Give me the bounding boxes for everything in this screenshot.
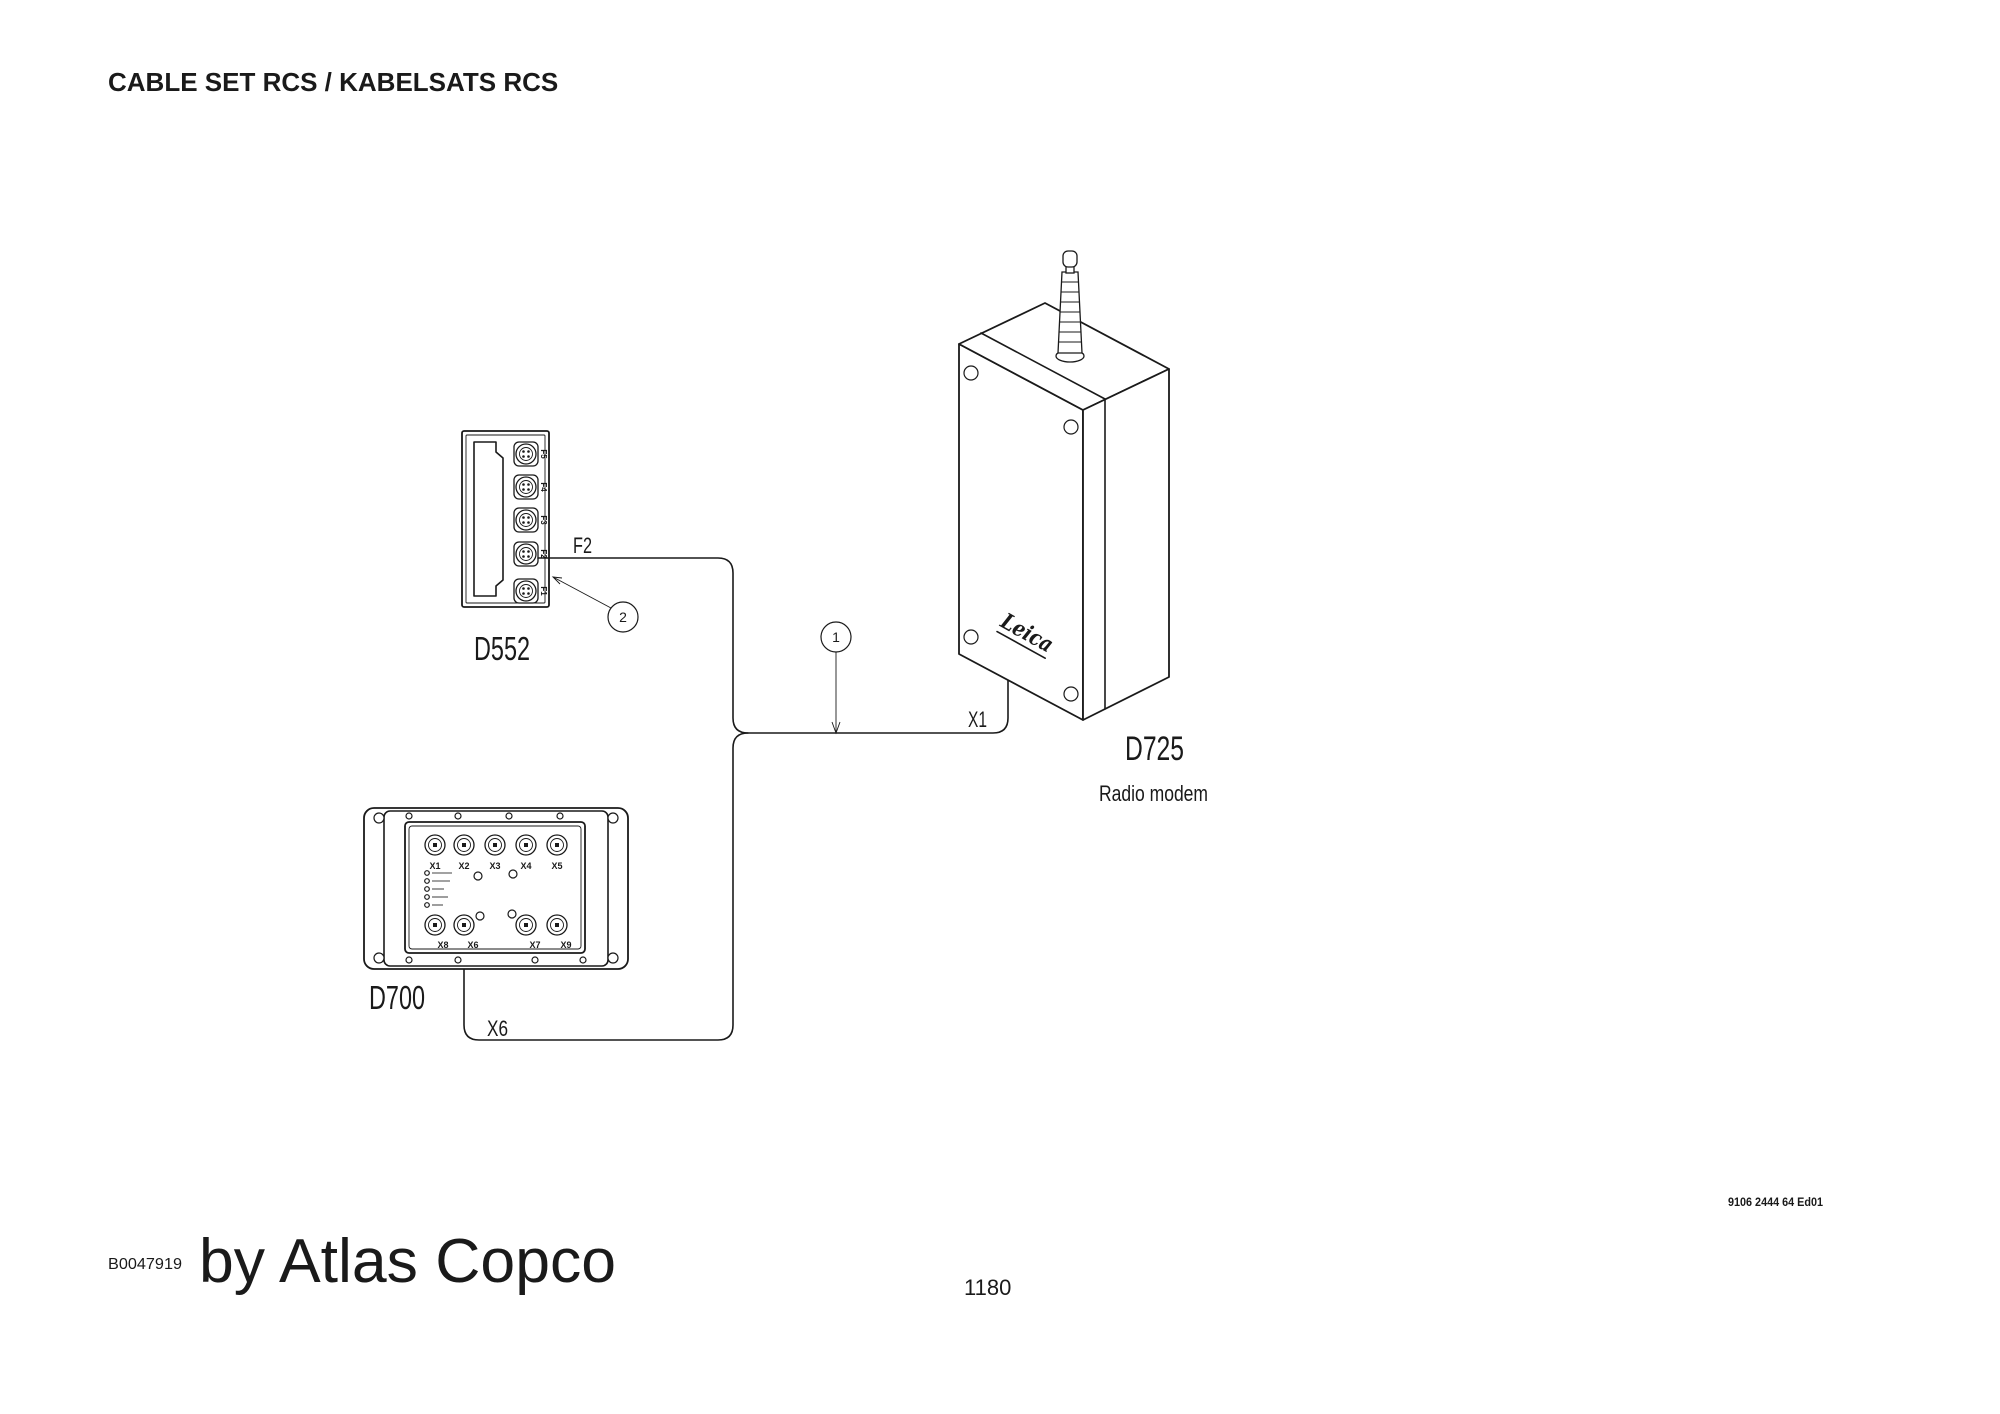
mount-hole-top-right [607,812,619,824]
body-screw [405,812,413,820]
panel-screw [508,869,518,879]
port-x5-connector [546,834,568,856]
port-label-x4: X4 [520,861,531,871]
panel-screw [473,871,483,881]
port-x9-connector [546,914,568,936]
port-label-x6: X6 [467,940,478,950]
port-label-x3: X3 [489,861,500,871]
page-number: 1180 [964,1275,1011,1300]
panel-screw [507,909,517,919]
body-screw [405,956,413,964]
callout-2-bubble [607,601,639,633]
status-leds [424,870,452,908]
d552-label: D552 [474,630,530,667]
port-x2-connector [453,834,475,856]
screw-bottom-right [1063,686,1079,702]
callout-2: 2 [551,576,639,633]
body-screw [454,812,462,820]
port-x8-connector [424,914,446,936]
d552-module: F5 F4 F3 F2 F1 [461,430,550,608]
screw-bottom-left [963,629,979,645]
port-f4-connector [513,474,539,500]
cable-f2-to-x1 [537,557,1009,734]
modem-side-face [1082,368,1170,721]
d700-control-unit: X1 X2 X3 X4 X5 X8 X6 X7 [363,807,629,970]
callout-2-leader [552,576,612,609]
credit-line: by Atlas Copco [199,1227,616,1296]
callout-1: 1 [820,621,852,735]
body-screw [454,956,462,964]
port-x6-connector [453,914,475,936]
modem-lid-seam [980,332,1106,710]
mount-hole-top-left [373,812,385,824]
cable-label-x6: X6 [487,1016,508,1041]
callout-2-number: 2 [619,609,627,625]
d725-radio-modem: Leica [958,250,1170,721]
callout-1-number: 1 [832,629,840,645]
cable-label-f2: F2 [573,533,592,558]
port-label-x2: X2 [458,861,469,871]
port-label-f1: F1 [539,586,548,596]
panel-screw [475,911,485,921]
port-label-x5: X5 [551,861,562,871]
d725-caption: Radio modem [1099,781,1208,806]
port-f5-connector [513,441,539,467]
antenna-icon [1055,250,1085,363]
d725-label: D725 [1125,730,1184,768]
callout-2-arrowhead [551,576,563,585]
port-f2-connector [513,541,539,567]
d552-housing-inner-edge [465,434,546,604]
port-label-f5: F5 [539,449,548,459]
d700-label: D700 [369,979,425,1016]
d700-panel [404,821,586,954]
image-code: B0047919 [108,1256,182,1273]
callout-1-arrowhead [831,721,841,735]
port-x3-connector [484,834,506,856]
d700-body [383,810,609,967]
port-label-f4: F4 [539,482,548,492]
port-x4-connector [515,834,537,856]
callout-1-bubble [820,621,852,653]
screw-top-left [963,365,979,381]
cable-branch-to-x6 [463,732,749,1041]
body-screw [531,956,539,964]
body-screw [505,812,513,820]
port-f3-connector [513,507,539,533]
mount-hole-bottom-right [607,952,619,964]
port-x7-connector [515,914,537,936]
body-screw [556,812,564,820]
port-label-x9: X9 [560,940,571,950]
port-label-f3: F3 [539,515,548,525]
port-label-x8: X8 [437,940,448,950]
page-title: CABLE SET RCS / KABELSATS RCS [108,67,558,97]
screw-top-right [1063,419,1079,435]
d700-panel-inner-edge [408,825,582,950]
port-label-x7: X7 [529,940,540,950]
port-label-x1: X1 [429,861,440,871]
document-number: 9106 2444 64 Ed01 [1728,1195,1823,1209]
leica-logo-underline [996,630,1046,659]
mount-hole-bottom-left [373,952,385,964]
port-x1-connector [424,834,446,856]
cable-label-x1: X1 [968,707,987,732]
d552-backplane-slot [473,441,504,597]
port-label-f2: F2 [539,549,548,559]
body-screw [579,956,587,964]
port-f1-connector [513,578,539,604]
